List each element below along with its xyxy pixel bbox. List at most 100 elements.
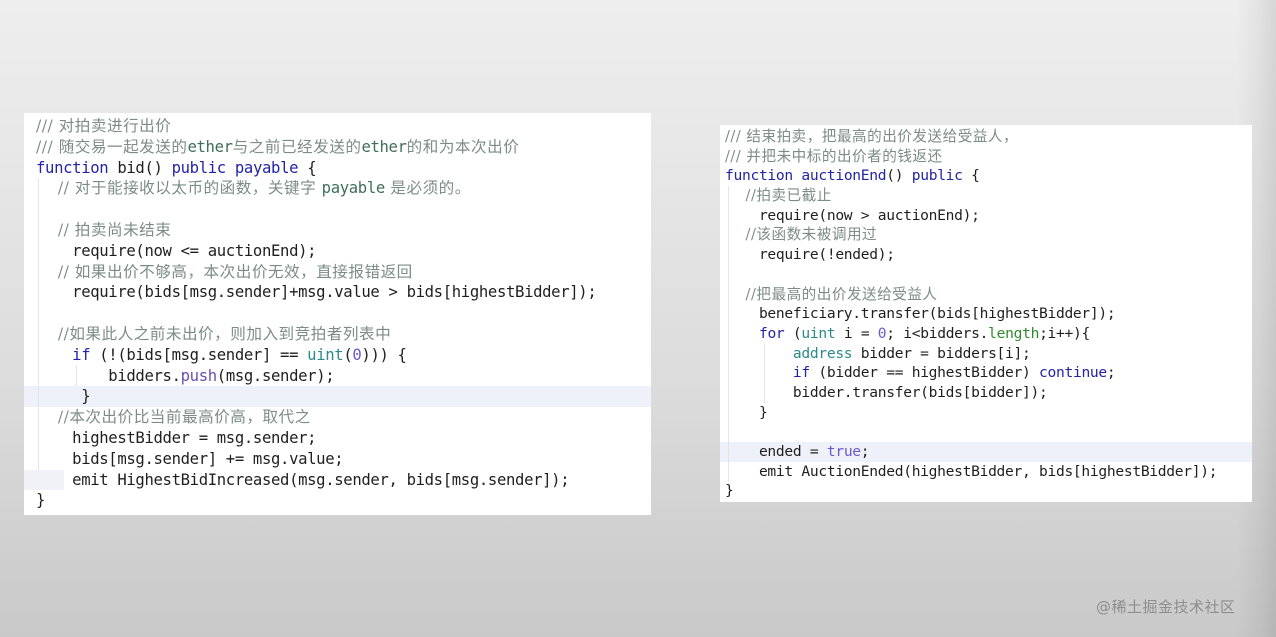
code-line: }	[720, 481, 1252, 501]
code-text: ; i<bidders.	[886, 324, 989, 342]
method-name: push	[180, 366, 218, 385]
code-text: {	[962, 167, 980, 185]
code-text	[725, 364, 793, 381]
doc-comment: /// 对拍卖进行出价	[36, 117, 172, 135]
doc-comment: /// 并把未中标的出价者的钱返还	[725, 147, 943, 165]
comment: //拍卖已截止	[725, 187, 832, 205]
indent-guide	[38, 178, 39, 200]
code-line: }	[720, 402, 1252, 423]
code-text: highestBidder = msg.sender;	[36, 428, 317, 447]
code-text: ))) {	[361, 345, 407, 364]
comment-code: ether	[187, 137, 233, 156]
code-text: }	[36, 387, 91, 406]
code-line: bidders.push(msg.sender);	[24, 365, 651, 387]
type-name: uint	[801, 324, 836, 342]
doc-comment: /// 随交易一起发送的	[36, 137, 188, 156]
doc-comment: 与之前已经发送的	[232, 137, 362, 156]
code-line: for (uint i = 0; i<bidders.length;i++){	[720, 323, 1252, 344]
code-line: }	[24, 490, 651, 511]
indent-guide	[728, 323, 729, 344]
code-text	[725, 345, 793, 362]
indent-guide	[764, 382, 765, 403]
indent-guide	[728, 382, 729, 403]
code-text: }	[725, 403, 768, 421]
indent-guide	[728, 422, 729, 442]
comment-code: ether	[361, 137, 407, 156]
code-text: }	[725, 482, 734, 500]
code-line: highestBidder = msg.sender;	[24, 427, 651, 449]
code-line-function-signature: function bid() public payable {	[24, 158, 651, 179]
code-text: bids[msg.sender] += msg.value;	[36, 449, 344, 468]
code-line: bidder.transfer(bids[bidder]);	[720, 382, 1252, 403]
code-line: emit HighestBidIncreased(msg.sender, bid…	[24, 469, 651, 491]
keyword: payable	[234, 158, 299, 177]
code-text	[226, 159, 235, 177]
code-text: bidder = bidders[i];	[852, 344, 1031, 362]
indent-guide	[38, 199, 39, 220]
code-text: bid()	[108, 158, 172, 177]
indent-guide	[38, 386, 39, 408]
code-text: bidders.	[36, 366, 181, 385]
code-line: // 拍卖尚未结束	[24, 219, 651, 241]
indent-guide	[38, 261, 39, 283]
code-text: ()	[886, 167, 912, 185]
code-line-empty	[720, 422, 1252, 442]
code-text: beneficiary.transfer(bids[highestBidder]…	[725, 305, 1116, 323]
literal: 0	[877, 324, 887, 342]
comment: // 如果出价不够高，本次出价无效，直接报错返回	[36, 262, 413, 281]
comment: //把最高的出价发送给受益人	[725, 285, 938, 303]
indent-guide	[728, 304, 729, 324]
indent-guide	[76, 365, 77, 387]
indent-guide	[728, 245, 729, 265]
doc-comment: 的和为本次出价	[406, 137, 520, 156]
code-text: ;	[860, 443, 870, 460]
code-text: require(!ended);	[725, 246, 895, 264]
indent-guide	[38, 323, 39, 345]
code-line: // 对于能接收以太币的函数，关键字 payable 是必须的。	[24, 178, 651, 200]
code-line: bids[msg.sender] += msg.value;	[24, 448, 651, 470]
code-text	[725, 325, 759, 342]
code-text: require(now > auctionEnd);	[725, 206, 980, 224]
indent-guide	[38, 303, 39, 324]
indent-guide	[38, 407, 39, 428]
code-line: require(now > auctionEnd);	[720, 205, 1252, 226]
comment: //本次出价比当前最高价高，取代之	[36, 408, 311, 427]
watermark: @稀土掘金技术社区	[1096, 598, 1236, 616]
code-text: emit AuctionEnded(highestBidder, bids[hi…	[725, 462, 1218, 480]
keyword: continue	[1039, 364, 1107, 382]
code-line: /// 随交易一起发送的ether与之前已经发送的ether的和为本次出价	[24, 137, 651, 158]
code-line: if (bidder == highestBidder) continue;	[720, 363, 1252, 383]
code-line-empty	[720, 264, 1252, 285]
code-text: ;i++){	[1039, 324, 1090, 342]
code-text: require(now <= auctionEnd);	[36, 241, 317, 260]
code-text: require(bids[msg.sender]+msg.value > bid…	[36, 283, 597, 302]
keyword: function	[36, 158, 109, 177]
code-text	[36, 346, 72, 364]
code-text: emit HighestBidIncreased(msg.sender, bid…	[36, 470, 570, 489]
code-panel-auction-end: /// 结束拍卖，把最高的出价发送给受益人， /// 并把未中标的出价者的钱返还…	[720, 125, 1252, 502]
literal: true	[826, 443, 861, 460]
indent-guide	[38, 240, 39, 262]
code-text: ended =	[725, 443, 827, 460]
code-line-empty	[24, 199, 651, 220]
code-line: //拍卖已截止	[720, 186, 1252, 206]
indent-guide	[38, 344, 39, 366]
doc-comment: /// 结束拍卖，把最高的出价发送给受益人，	[725, 128, 1019, 145]
keyword: if	[72, 345, 91, 364]
code-text: (!(bids[msg.sender] ==	[90, 345, 308, 364]
code-text: (	[784, 324, 802, 342]
code-text: (	[343, 345, 353, 364]
type-name: address	[792, 344, 853, 362]
indent-guide	[728, 225, 729, 246]
code-line: /// 对拍卖进行出价	[24, 116, 651, 137]
indent-guide	[764, 363, 765, 383]
indent-guide	[38, 282, 39, 304]
comment: // 对于能接收以太币的函数，关键字	[36, 179, 322, 198]
indent-guide	[728, 363, 729, 383]
code-line-current: }	[24, 386, 651, 408]
indent-guide	[728, 284, 729, 305]
code-line: /// 并把未中标的出价者的钱返还	[720, 147, 1252, 167]
indent-guide	[728, 205, 729, 226]
code-text: (bidder == highestBidder)	[809, 364, 1040, 382]
code-line-function-signature: function auctionEnd() public {	[720, 166, 1252, 186]
